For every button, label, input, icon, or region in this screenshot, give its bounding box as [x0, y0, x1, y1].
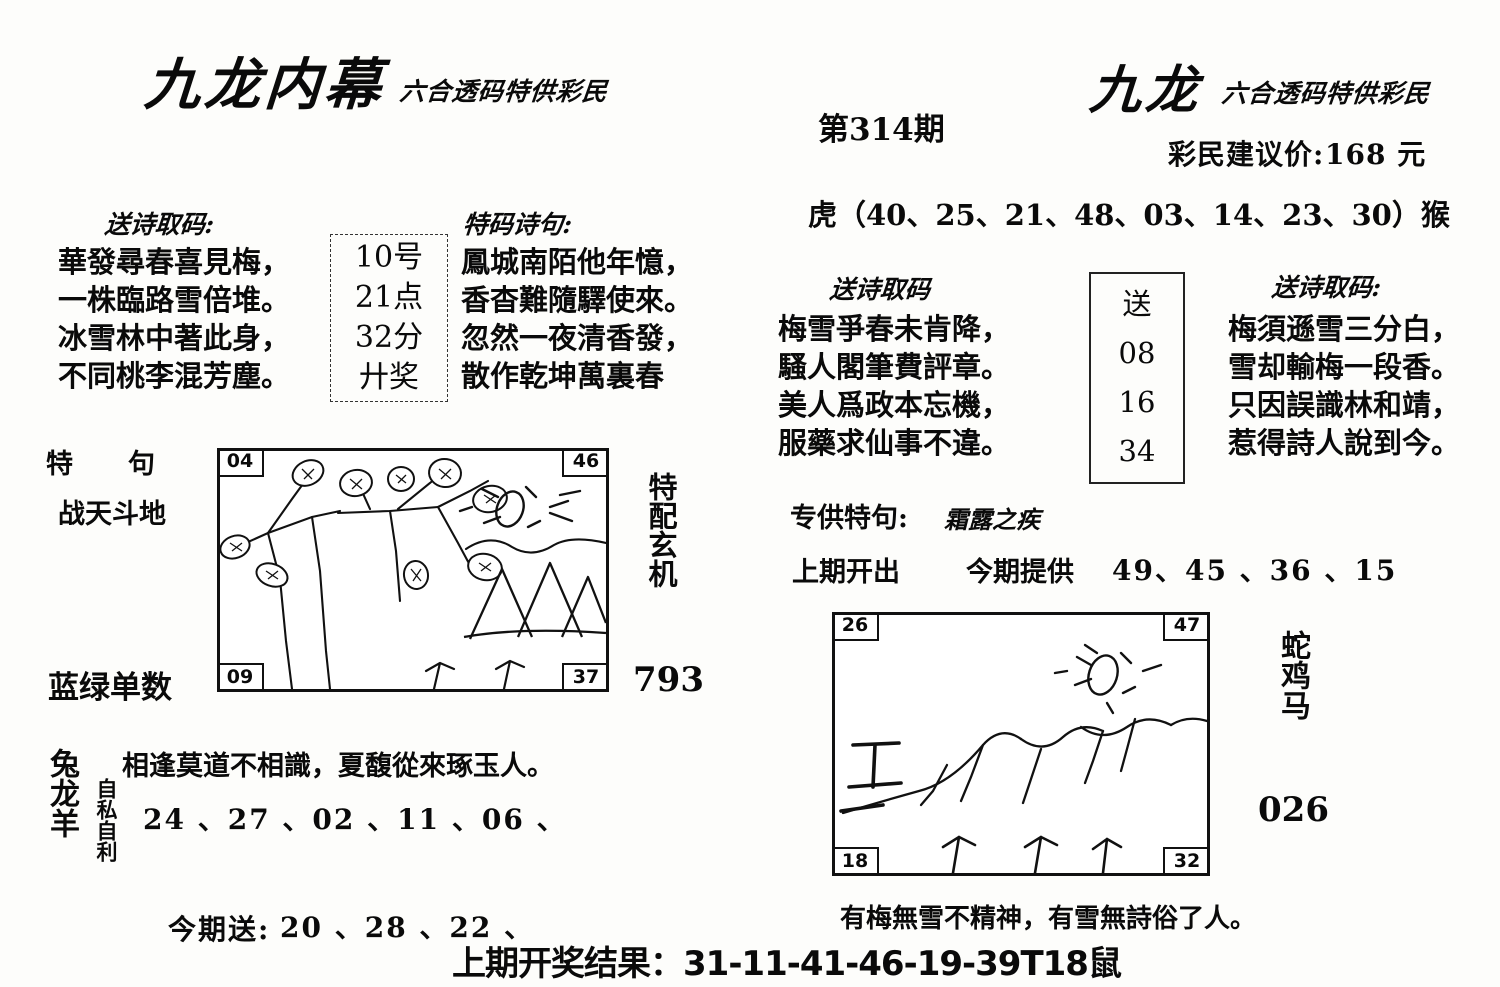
right-pic-corner-bottom-left: 18	[835, 847, 879, 873]
right-poem-label-left: 送诗取码	[828, 275, 932, 304]
code-box-line-4: 廾奖	[359, 360, 419, 395]
special-phrase-label: 专供特句:	[790, 503, 908, 534]
left-bottom-poem: 相逢莫道不相識，夏馥從來琢玉人。	[122, 751, 554, 782]
right-brand-title: 九龙	[1087, 60, 1204, 121]
special-poem-line-1: 鳳城南陌他年憶，	[461, 245, 694, 279]
left-panel-special-poem: 鳳城南陌他年憶， 香杳難隨驛使來。 忽然一夜清香發， 散作乾坤萬裏春	[461, 243, 693, 395]
right-side-number: 026	[1258, 790, 1329, 830]
left-zodiac-vertical: 兔龙羊	[44, 748, 79, 838]
left-side-vertical-text: 特配玄机	[644, 472, 678, 588]
right-brand-subtitle: 六合透码特供彩民	[1220, 79, 1432, 108]
right-poem-right-line-3: 只因誤識林和靖，	[1228, 388, 1461, 422]
left-send-row-label: 今期送:	[168, 913, 271, 946]
special-poem-line-3: 忽然一夜清香發，	[461, 321, 694, 355]
left-poem-line-2: 一株臨路雪倍堆。	[58, 283, 291, 317]
right-pic-corner-bottom-right: 32	[1163, 847, 1207, 873]
special-poem-line-4: 散作乾坤萬裏春	[461, 359, 665, 393]
right-poem-left-line-3: 美人爲政本忘機，	[778, 388, 1011, 422]
left-pic-corner-top-left: 04	[220, 451, 264, 477]
left-brand-subtitle: 六合透码特供彩民	[398, 77, 610, 106]
send-box-line-1: 送	[1122, 287, 1152, 321]
send-box: 送 08 16 34	[1089, 272, 1185, 484]
right-pic-corner-top-left: 26	[835, 615, 879, 641]
right-poem-left-line-4: 服藥求仙事不違。	[778, 426, 1011, 460]
right-issue-number: 第314期	[818, 112, 945, 148]
send-box-line-3: 16	[1118, 385, 1156, 419]
code-box-line-1: 10号	[354, 240, 424, 275]
left-plum-drawing	[220, 457, 606, 689]
right-poem-left-line-2: 騷人閣筆費評章。	[778, 350, 1011, 384]
right-pic-corner-top-right: 47	[1163, 615, 1207, 641]
te-ju-value: 战天斗地	[58, 499, 166, 530]
right-poem-right-line-2: 雪却輸梅一段香。	[1228, 350, 1461, 384]
code-box: 10号 21点 32分 廾奖	[330, 234, 448, 402]
left-poem-line-3: 冰雪林中著此身，	[58, 321, 291, 355]
left-number-row: 24 、27 、02 、11 、06 、	[143, 803, 567, 836]
right-bottom-poem: 有梅無雪不精神，有雪無詩俗了人。	[840, 904, 1257, 934]
lan-lv-label: 蓝绿单数	[48, 670, 172, 706]
left-trait-vertical: 自私自利	[94, 778, 119, 862]
this-issue-label: 今期提供	[966, 557, 1074, 588]
send-box-line-2: 08	[1118, 336, 1156, 370]
left-poem-line-1: 華發尋春喜見梅，	[58, 245, 291, 279]
left-picture-frame: 04 46 09 37	[217, 448, 609, 692]
left-pic-corner-top-right: 46	[562, 451, 606, 477]
right-poem-right: 梅須遜雪三分白， 雪却輸梅一段香。 只因誤識林和靖， 惹得詩人說到今。	[1228, 310, 1460, 462]
left-side-number: 793	[633, 660, 704, 700]
right-poem-left-line-1: 梅雪爭春未肯降，	[778, 312, 1011, 346]
right-poem-right-line-1: 梅須遜雪三分白，	[1228, 312, 1461, 346]
left-brand-title: 九龙内幕	[142, 52, 387, 118]
left-poem-label: 送诗取码:	[103, 210, 216, 239]
left-poem: 華發尋春喜見梅， 一株臨路雪倍堆。 冰雪林中著此身， 不同桃李混芳塵。	[58, 243, 290, 395]
right-picture-frame: 26 47 18 32	[832, 612, 1210, 876]
right-price-value: 168 元	[1325, 138, 1427, 171]
te-ju-label: 特 句	[46, 449, 169, 480]
special-poem-line-2: 香杳難隨驛使來。	[461, 283, 694, 317]
right-price-label: 彩民建议价:	[1168, 138, 1325, 171]
this-issue-numbers: 49、45 、36 、15	[1112, 554, 1398, 587]
last-issue-label: 上期开出	[792, 557, 900, 588]
special-phrase-value: 霜露之疾	[944, 505, 1040, 534]
footer-result-banner: 上期开奖结果：31-11-41-46-19-39T18鼠	[452, 944, 1122, 984]
left-pic-corner-bottom-right: 37	[562, 663, 606, 689]
right-zodiac-vertical: 蛇鸡马	[1275, 630, 1310, 720]
send-box-line-4: 34	[1118, 434, 1156, 468]
left-pic-corner-bottom-left: 09	[220, 663, 264, 689]
right-landscape-drawing	[839, 643, 1207, 873]
left-poem-line-4: 不同桃李混芳塵。	[58, 359, 291, 393]
right-poem-left: 梅雪爭春未肯降， 騷人閣筆費評章。 美人爲政本忘機， 服藥求仙事不違。	[778, 310, 1010, 462]
code-box-line-2: 21点	[354, 280, 424, 315]
right-zodiac-line: 虎（40、25、21、48、03、14、23、30）猴	[808, 198, 1450, 232]
left-panel-special-poem-label: 特码诗句:	[461, 210, 574, 239]
left-send-row-numbers: 20 、28 、22 、	[280, 911, 535, 944]
right-poem-right-line-4: 惹得詩人說到今。	[1228, 426, 1461, 460]
right-poem-label-right: 送诗取码:	[1270, 273, 1383, 302]
code-box-line-3: 32分	[354, 320, 424, 355]
